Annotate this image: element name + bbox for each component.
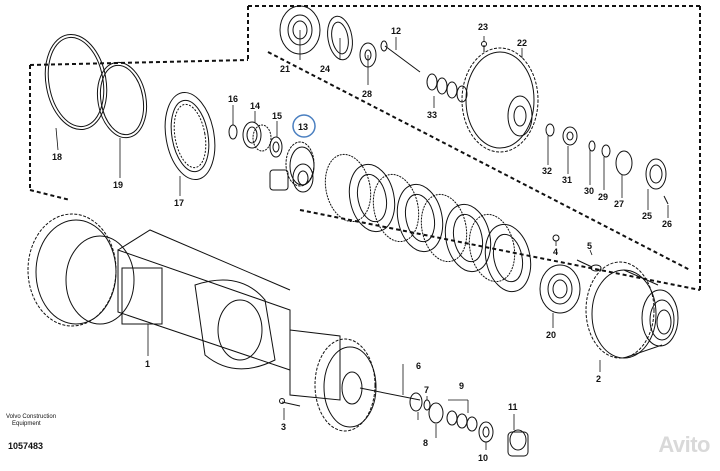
o-ring-18 [44, 33, 108, 131]
callout-32: 32 [542, 166, 552, 176]
rings-9 [446, 410, 478, 432]
callout-5: 5 [587, 241, 592, 251]
callout-3: 3 [281, 422, 286, 432]
washer-16 [228, 124, 238, 140]
callout-29: 29 [598, 192, 608, 202]
callout-9: 9 [459, 381, 464, 391]
o-ring-19 [96, 61, 148, 139]
bolt-3 [279, 398, 301, 407]
bolt-23 [481, 41, 487, 52]
caption-line-2: Equipment [12, 421, 41, 427]
callout-31: 31 [562, 175, 572, 185]
disc-stack [324, 153, 532, 293]
callout-12: 12 [391, 26, 401, 36]
callout-30: 30 [584, 186, 594, 196]
callout-14: 14 [250, 101, 260, 111]
part-number: 1057483 [8, 441, 44, 451]
shaft-12 [380, 40, 421, 73]
wheel-hub-2 [585, 261, 679, 359]
leader-lines [55, 30, 669, 450]
cover-25 [645, 158, 667, 190]
callout-28: 28 [362, 89, 372, 99]
callout-6: 6 [416, 361, 421, 371]
callout-20: 20 [546, 330, 556, 340]
callout-18: 18 [52, 152, 62, 162]
seal-24 [327, 15, 353, 61]
callout-13-highlight [292, 114, 316, 138]
housing-22 [461, 47, 539, 153]
callout-19: 19 [113, 180, 123, 190]
callout-21: 21 [280, 64, 290, 74]
callout-16: 16 [228, 94, 238, 104]
callout-4: 4 [553, 247, 558, 257]
dashed-boundary [29, 5, 701, 291]
callout-8: 8 [423, 438, 428, 448]
callout-25: 25 [642, 211, 652, 221]
washer-8 [428, 402, 444, 424]
callout-2: 2 [596, 374, 601, 384]
spring-pack-33 [426, 73, 468, 103]
callout-33: 33 [427, 110, 437, 120]
ring-7 [423, 399, 431, 411]
pin-5 [576, 259, 602, 272]
caption-line-1: Volvo Construction [6, 414, 57, 420]
gear-14 [242, 121, 272, 152]
callout-26: 26 [662, 219, 672, 229]
ring-gear-17 [164, 91, 216, 181]
callout-22: 22 [517, 38, 527, 48]
axle-housing-1 [27, 213, 291, 371]
callout-13: 13 [298, 122, 308, 132]
callout-24: 24 [320, 64, 330, 74]
bearing-31 [562, 126, 578, 146]
bearing-10 [478, 421, 494, 443]
callout-15: 15 [272, 111, 282, 121]
bearing-15 [269, 136, 283, 158]
sun-gear-13 [269, 141, 315, 193]
ring-29 [601, 144, 611, 158]
callout-27: 27 [614, 199, 624, 209]
o-ring-27 [615, 150, 633, 176]
bearing-20 [539, 264, 581, 314]
callout-1: 1 [145, 359, 150, 369]
callout-23: 23 [478, 22, 488, 32]
spline-shaft-11 [507, 429, 529, 457]
axle-flange [289, 329, 421, 432]
seal-6 [409, 392, 423, 412]
washer-32 [545, 123, 555, 137]
watermark: Avito [658, 432, 710, 457]
callout-11: 11 [508, 402, 518, 412]
callout-10: 10 [478, 453, 488, 463]
callout-labels: 1 2 3 4 5 6 7 8 9 10 11 12 13 14 15 16 1… [52, 22, 672, 463]
bolt-26 [663, 195, 669, 205]
bolt-4 [552, 234, 560, 242]
callout-17: 17 [174, 198, 184, 208]
callout-7: 7 [424, 385, 429, 395]
ring-30 [588, 140, 596, 152]
